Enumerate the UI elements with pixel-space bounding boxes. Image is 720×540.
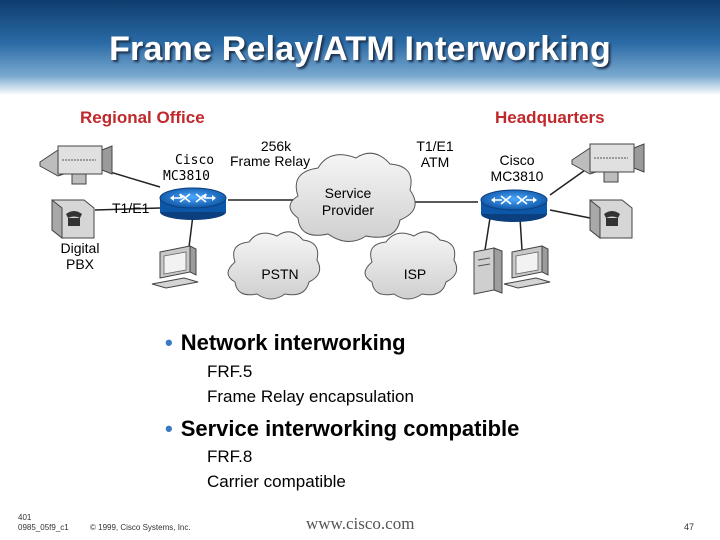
sub-item: FRF.5 [207, 362, 253, 381]
right-pc-icon [503, 245, 551, 289]
left-device-label-line2: MC3810 [163, 169, 210, 184]
pbx-link [94, 207, 161, 211]
left-camera-icon [39, 145, 113, 185]
right-camera-link [549, 167, 589, 196]
isp-cloud [364, 231, 458, 300]
footer-copyright: © 1999, Cisco Systems, Inc. [90, 523, 191, 532]
slide-title: Frame Relay/ATM Interworking [109, 30, 611, 68]
link-speed-label: 256k [260, 138, 292, 154]
footer-code-line1: 401 [18, 513, 32, 522]
right-router-icon [480, 189, 548, 222]
pbx-link-label: T1/E1 [112, 200, 150, 216]
right-device-label-line2: MC3810 [490, 168, 544, 184]
left-pc-icon [151, 245, 199, 289]
bullet-text: Network interworking [180, 330, 406, 355]
service-provider-label-line1: Service [324, 185, 372, 201]
pstn-label: PSTN [261, 266, 299, 282]
right-device-label-line1: Cisco [499, 152, 535, 168]
right-phone-link [549, 209, 591, 219]
footer-code-line2: 0985_05f9_c1 [18, 523, 69, 532]
atm-link-label-line1: T1/E1 [416, 138, 454, 154]
server-icon [473, 247, 503, 295]
isp-label: ISP [403, 266, 427, 282]
bullet-item: • Service interworking compatible [165, 416, 519, 442]
atm-link-label-line2: ATM [420, 154, 450, 170]
pstn-cloud [227, 231, 321, 300]
left-router-icon [159, 187, 227, 220]
server-link [484, 217, 491, 251]
right-phone-icon [589, 198, 633, 240]
sub-item: FRF.8 [207, 447, 253, 466]
page-number: 47 [684, 522, 695, 532]
sub-item: Carrier compatible [207, 472, 346, 491]
right-camera-icon [571, 143, 645, 183]
left-device-label-line1: Cisco [175, 153, 215, 168]
sub-item: Frame Relay encapsulation [207, 387, 414, 406]
bullet-item: • Network interworking [165, 330, 406, 356]
link-protocol-label: Frame Relay [230, 153, 311, 169]
network-diagram [39, 143, 645, 300]
bullet-dot-icon: • [165, 330, 173, 355]
pbx-phone-icon [51, 198, 95, 240]
pbx-label-line2: PBX [65, 256, 94, 272]
right-pc-link [519, 217, 523, 251]
service-provider-cloud [289, 152, 416, 242]
bullet-dot-icon: • [165, 416, 173, 441]
service-provider-label-line2: Provider [321, 202, 375, 218]
bullet-text: Service interworking compatible [180, 416, 520, 441]
headquarters-label: Headquarters [495, 108, 605, 127]
title-banner [0, 0, 720, 95]
footer-url: www.cisco.com [306, 514, 415, 533]
regional-office-label: Regional Office [80, 108, 205, 127]
pbx-label-line1: Digital [60, 240, 100, 256]
